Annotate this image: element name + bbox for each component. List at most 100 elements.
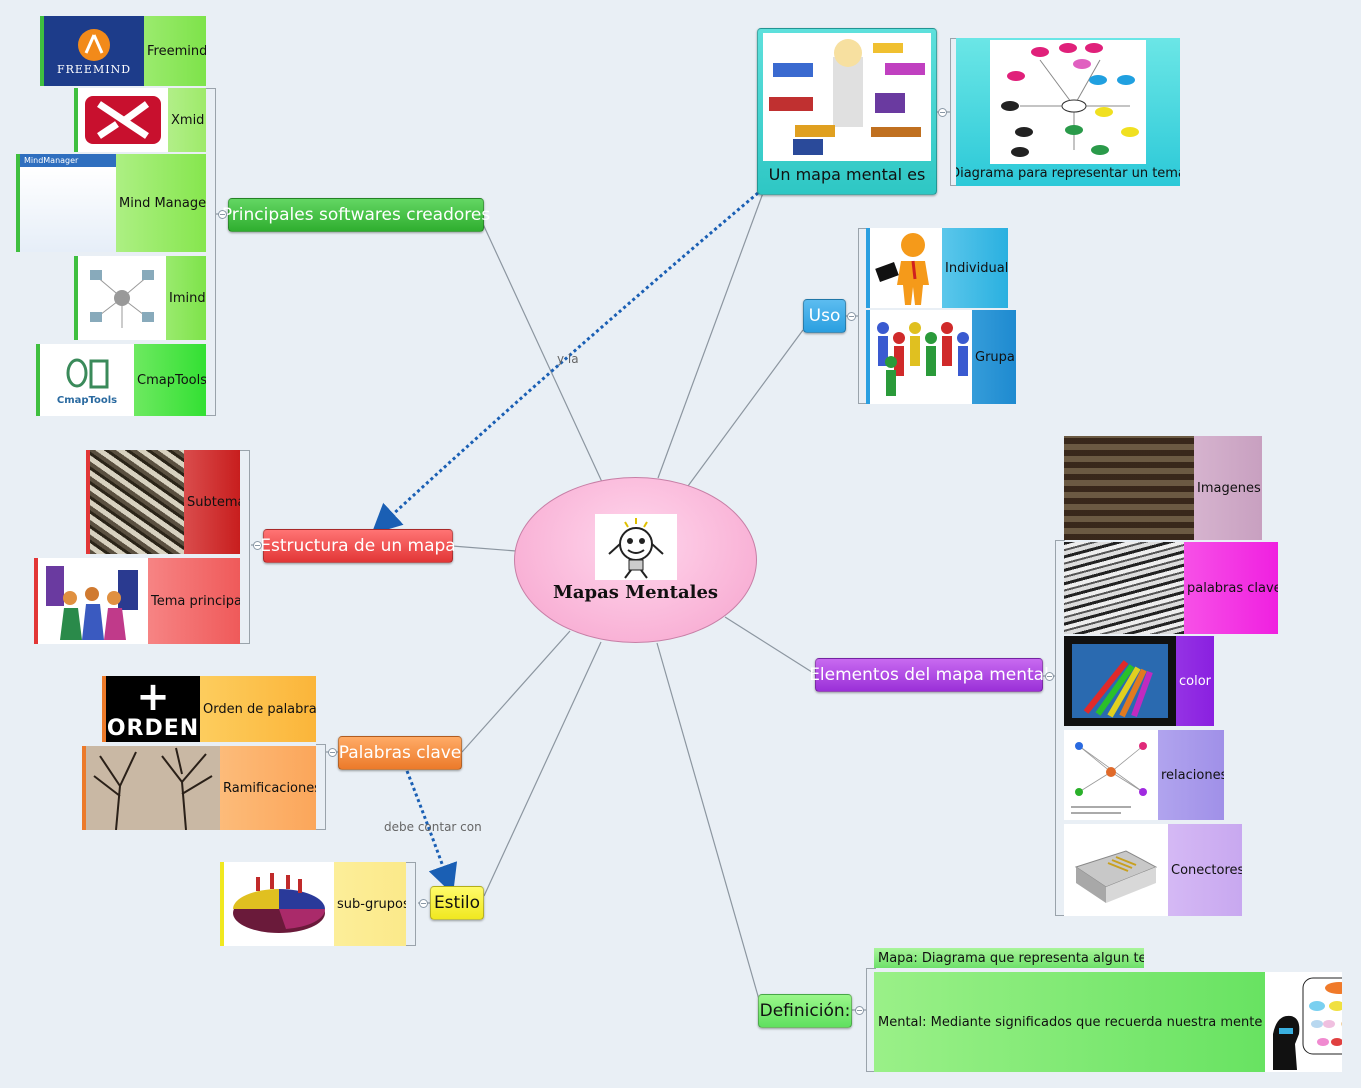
collage-image (763, 33, 931, 161)
branch-line-mapa-es (657, 192, 764, 479)
relationship-label-debe-contar-con: debe contar con (384, 820, 482, 834)
subtopic-conectores[interactable]: Conectores (1064, 824, 1242, 916)
orden-plus-image: + ORDEN (106, 676, 200, 742)
subtopic-mind-manager[interactable]: MindManager Mind Manager (16, 154, 206, 252)
subtopic-label: Conectores (1171, 862, 1242, 878)
subtopic-orden-de-palabras[interactable]: + ORDEN Orden de palabras (102, 676, 316, 742)
collapse-toggle-elementos[interactable] (1045, 672, 1054, 681)
topic-palabras-clave[interactable]: Palabras clave (338, 736, 462, 770)
subtopic-xmid[interactable]: Xmid (74, 88, 206, 152)
subtopic-color[interactable]: color (1064, 636, 1214, 726)
subtopic-grupal[interactable]: Grupal (866, 310, 1016, 404)
relationship-y-la (371, 191, 759, 535)
tree-branches-image (86, 746, 220, 830)
subtopic-label: relaciones (1161, 767, 1224, 783)
subtopic-label: CmapTools (137, 372, 206, 388)
collapse-toggle-mapa-es[interactable] (938, 108, 947, 117)
collapse-toggle-estilo[interactable] (419, 899, 428, 908)
subtopic-imagenes[interactable]: Imagenes (1064, 436, 1262, 540)
subtopic-label: Mapa: Diagrama que representa algun tema (878, 950, 1144, 966)
cmaptools-logo-text: CmapTools (56, 394, 118, 406)
branch-line-elementos (724, 616, 816, 675)
topic-principales-softwares[interactable]: Principales softwares creadores (222, 198, 490, 232)
subtopic-cmaptools[interactable]: CmapTools CmapTools (36, 344, 206, 416)
subtopic-sub-grupos[interactable]: sub-grupos (220, 862, 406, 946)
subtopic-group-estructura (240, 450, 250, 644)
topic-estilo[interactable]: Estilo (430, 886, 484, 920)
subtopic-label: sub-grupos (337, 896, 406, 912)
branch-line-definicion (656, 642, 761, 1004)
head-thinking-map-image (1265, 972, 1342, 1072)
imind-diagram-image (78, 256, 166, 340)
branch-line-estructura (451, 545, 517, 552)
collapse-toggle-definicion[interactable] (855, 1006, 864, 1015)
subtopic-label: Diagrama para representar un tema (956, 166, 1180, 181)
subtopic-group-uso (858, 228, 868, 404)
mindmanager-title-text: MindManager (20, 154, 116, 167)
subtopic-label: palabras clave (1187, 580, 1278, 596)
collapse-toggle-uso[interactable] (847, 312, 856, 321)
subtopic-group-estilo (406, 862, 416, 946)
subtopic-group-mapa-es (950, 38, 960, 186)
subtopic-label: Tema principal (151, 593, 240, 609)
subtopic-label: Freemind (147, 43, 206, 59)
collapse-toggle-estructura[interactable] (253, 541, 262, 550)
subtopic-ramificaciones[interactable]: Ramificaciones (82, 746, 316, 830)
cmaptools-logo-image: CmapTools (40, 344, 134, 416)
person-with-folder-image (870, 228, 942, 308)
topic-definicion[interactable]: Definición: (758, 994, 852, 1028)
subtopic-relaciones[interactable]: relaciones (1064, 730, 1224, 820)
freemind-logo-text: FREEMIND (56, 62, 132, 76)
newspaper-headlines-image (1064, 542, 1184, 634)
mindmanager-screenshot-image: MindManager (20, 154, 116, 252)
topic-elementos-del-mapa-mental[interactable]: Elementos del mapa mental (809, 658, 1049, 692)
photo-grid-image (1064, 436, 1194, 540)
orden-text: ORDEN (106, 715, 200, 741)
subtopic-mapa-definicion[interactable]: Mapa: Diagrama que representa algun tema (874, 948, 1144, 968)
subtopic-mental-definicion[interactable]: Mental: Mediante significados que recuer… (874, 972, 1342, 1072)
subtopic-label: Mental: Mediante significados que recuer… (878, 1014, 1263, 1030)
subtopic-label: Individual (945, 260, 1008, 276)
collapse-toggle-softwares[interactable] (218, 210, 227, 219)
topic-un-mapa-mental-es[interactable]: Un mapa mental es (757, 28, 937, 195)
subtopic-label: Xmid (171, 112, 205, 128)
topic-label: Un mapa mental es (768, 165, 926, 184)
subtopic-label: color (1179, 673, 1212, 689)
central-topic-title: Mapas Mentales (552, 582, 719, 603)
subtopic-individual[interactable]: Individual (866, 228, 1008, 308)
relationship-debe-contar-con (405, 770, 458, 895)
branch-line-estilo (483, 641, 602, 897)
concept-map-diagram-image (990, 40, 1146, 164)
topic-estructura-de-un-mapa[interactable]: Estructura de un mapa (260, 529, 456, 563)
subtopic-label: Orden de palabras (203, 701, 316, 717)
subtopic-freemind[interactable]: FREEMIND Freemind (40, 16, 206, 86)
subtopic-label: Imind (169, 290, 206, 306)
subtopic-label: Subtema (187, 494, 240, 510)
subtopic-label: Imagenes (1197, 480, 1261, 496)
subtopic-group-palabras (316, 744, 326, 830)
subtopic-imind[interactable]: Imind (74, 256, 206, 340)
pie-chart-people-image (224, 862, 334, 946)
subtopic-palabras-clave[interactable]: palabras clave (1064, 542, 1278, 634)
subtopic-group-elementos (1055, 540, 1065, 916)
relationship-label-y-la: y la (557, 352, 579, 366)
subtopic-tema-principal[interactable]: Tema principal (34, 558, 240, 644)
subtopic-diagrama-para-representar[interactable]: Diagrama para representar un tema (956, 38, 1180, 186)
relations-diagram-image (1064, 730, 1158, 820)
color-pencils-image (1064, 636, 1176, 726)
subtopic-label: Ramificaciones (223, 780, 316, 796)
subtopic-group-definicion (866, 968, 876, 1072)
subtopic-label: Grupal (975, 349, 1016, 365)
subtopic-subtema[interactable]: Subtema (86, 450, 240, 554)
lightbulb-character-image (595, 514, 677, 580)
xmind-logo-image (78, 88, 168, 152)
rj45-connector-image (1064, 824, 1168, 916)
freemind-logo-image: FREEMIND (44, 16, 144, 86)
subtopic-label: Mind Manager (119, 195, 206, 211)
central-topic[interactable]: Mapas Mentales (514, 477, 757, 643)
people-chain-image (870, 310, 972, 404)
branch-line-palabras (461, 630, 571, 753)
collapse-toggle-palabras[interactable] (328, 748, 337, 757)
branch-line-softwares (482, 223, 603, 483)
topic-uso[interactable]: Uso (803, 299, 846, 333)
